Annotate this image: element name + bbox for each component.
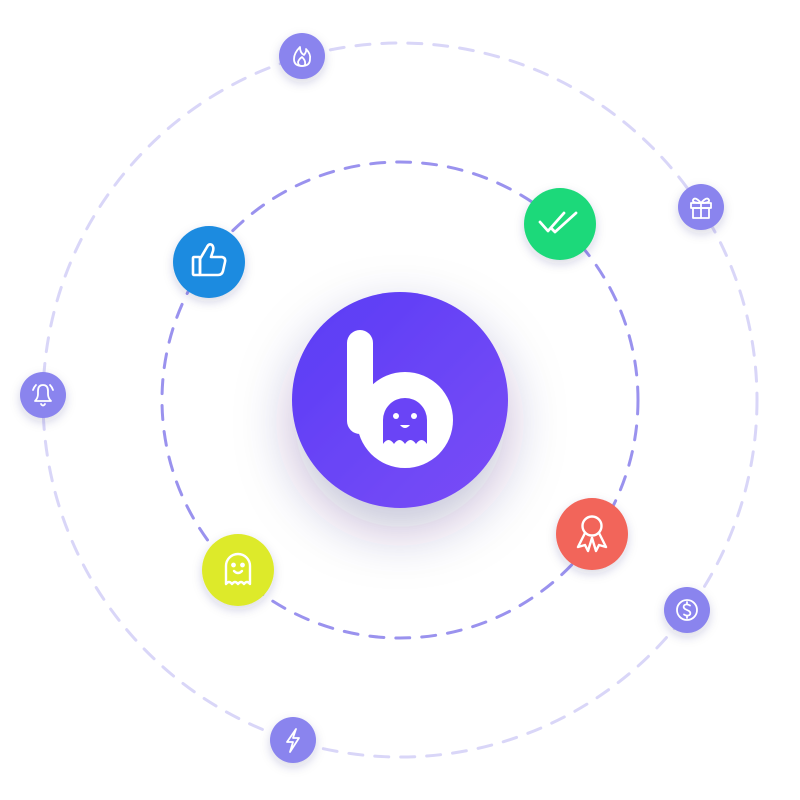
award-node[interactable]	[556, 498, 628, 570]
thumbs-up-node[interactable]	[173, 226, 245, 298]
dollar-node[interactable]	[664, 587, 710, 633]
dollar-coin-icon	[676, 599, 698, 621]
center-logo[interactable]	[292, 292, 508, 508]
inner-orbit-ring	[160, 160, 640, 640]
thumbs-up-icon	[191, 243, 227, 277]
gift-icon	[690, 197, 712, 219]
bell-icon	[32, 384, 54, 407]
gift-node[interactable]	[678, 184, 724, 230]
bell-node[interactable]	[20, 372, 66, 418]
flame-node[interactable]	[279, 33, 325, 79]
ghost-icon	[224, 552, 252, 586]
lightning-node[interactable]	[270, 717, 316, 763]
double-check-node[interactable]	[524, 188, 596, 260]
award-ribbon-icon	[576, 515, 608, 553]
double-check-icon	[538, 211, 578, 234]
ghost-node[interactable]	[202, 534, 274, 606]
flame-icon	[293, 46, 312, 67]
lightning-icon	[286, 728, 300, 753]
b-ghost-logo-icon	[347, 330, 453, 468]
